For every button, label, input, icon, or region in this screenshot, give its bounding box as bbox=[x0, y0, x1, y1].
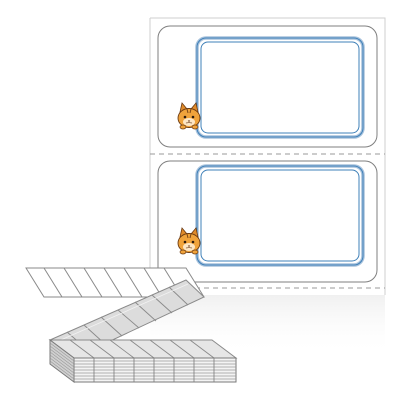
label-2 bbox=[157, 160, 378, 283]
sheet-top-right-edge bbox=[150, 17, 386, 295]
fanfold-bottom-block bbox=[48, 339, 238, 383]
label-2-inner-frame bbox=[200, 169, 360, 262]
label-1 bbox=[157, 25, 378, 148]
label-1-inner-frame bbox=[200, 41, 360, 134]
label-sheet bbox=[149, 17, 386, 295]
label-2-die-cut bbox=[157, 160, 378, 283]
fanfold-stack bbox=[25, 267, 238, 383]
fanfold-top-strip bbox=[25, 267, 205, 298]
label-1-frame-edge bbox=[196, 37, 364, 138]
label-1-die-cut bbox=[157, 25, 378, 148]
label-2-frame-edge bbox=[196, 165, 364, 266]
